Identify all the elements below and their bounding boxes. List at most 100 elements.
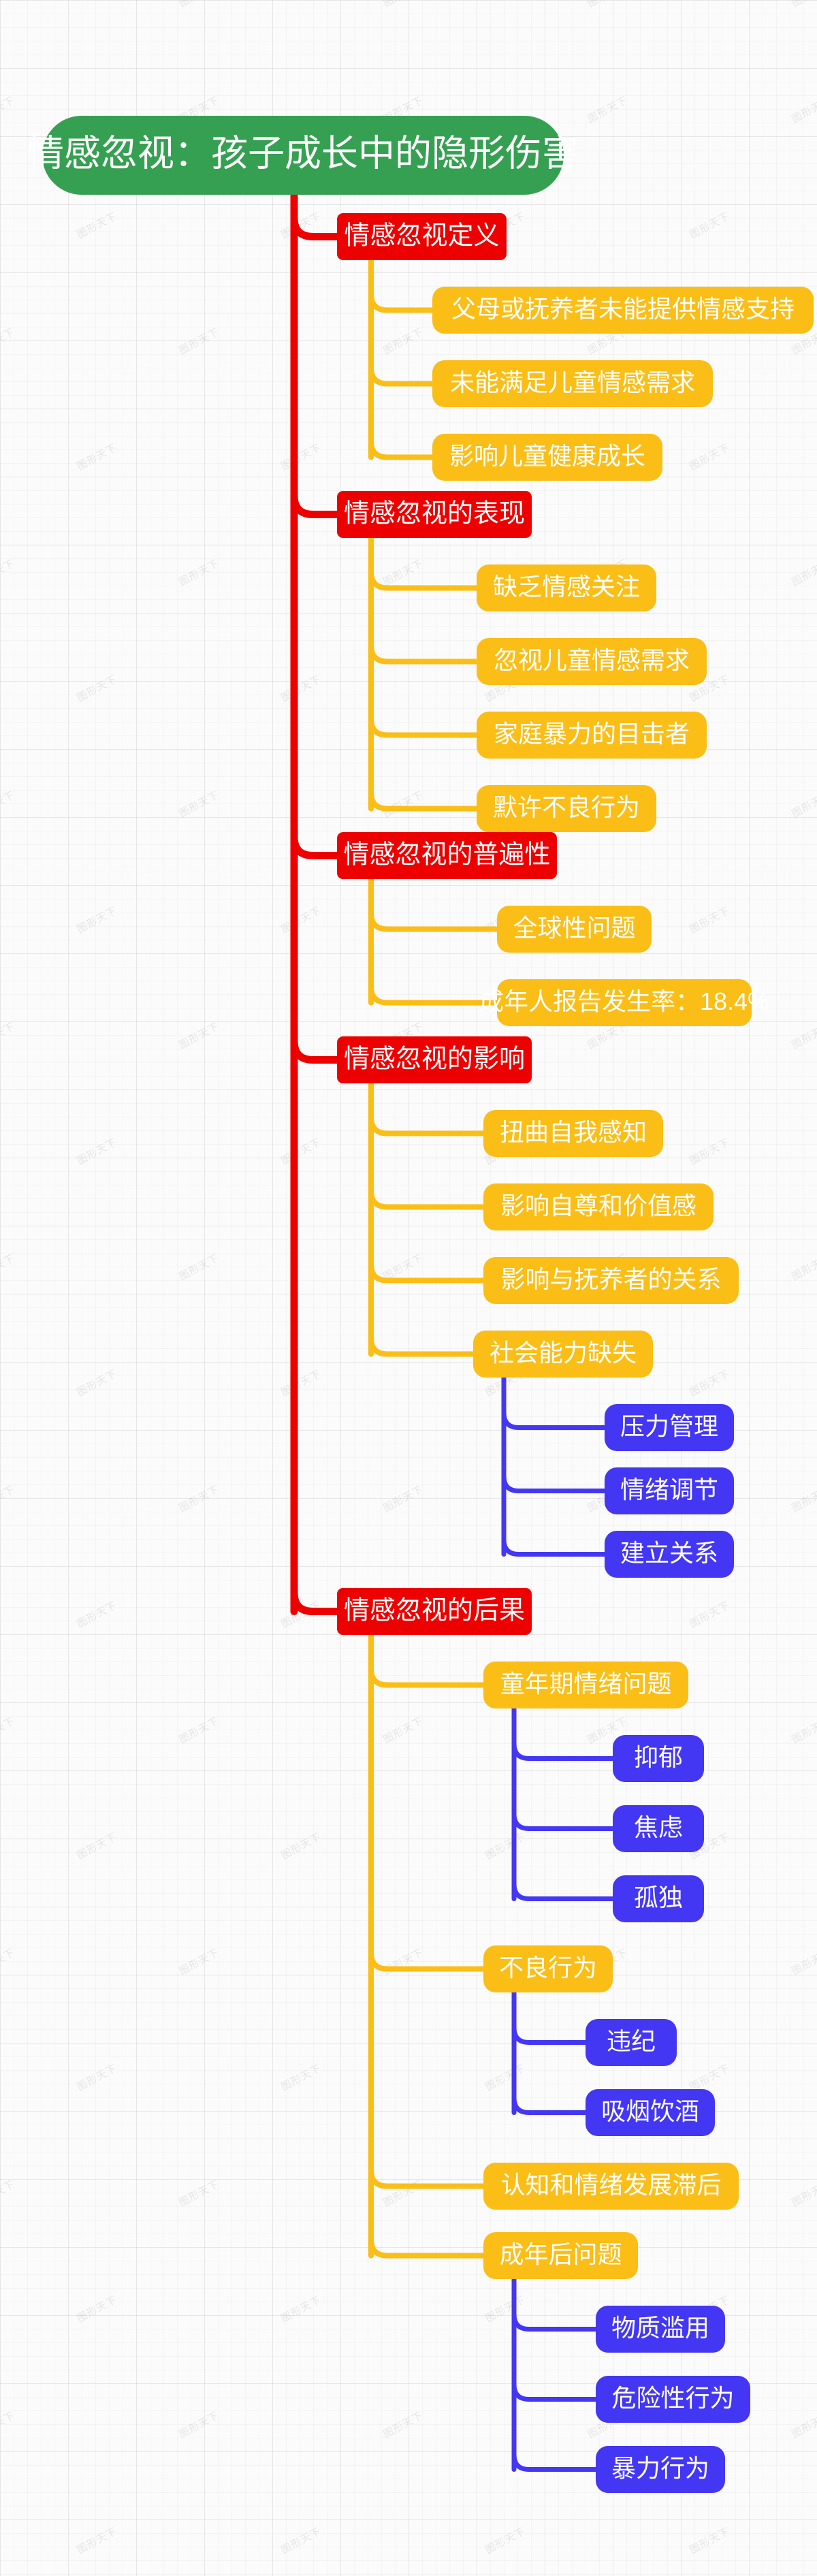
mindmap-node[interactable]: 扭曲自我感知: [483, 1110, 663, 1157]
connector-line: [368, 789, 479, 812]
connector-line: [368, 642, 479, 665]
mindmap-node[interactable]: 忽视儿童情感需求: [477, 638, 707, 685]
node-label: 成年人报告发生率：18.4%: [479, 987, 769, 1015]
connector-line: [290, 1589, 341, 1615]
connector-line: [368, 2167, 486, 2189]
mindmap-node[interactable]: 影响儿童健康成长: [432, 434, 662, 481]
mindmap-node[interactable]: 暴力行为: [596, 2446, 725, 2493]
node-label: 吸烟饮酒: [601, 2097, 699, 2125]
connector-line: [290, 1037, 341, 1064]
connector-line: [368, 569, 479, 591]
node-label: 父母或抚养者未能提供情感支持: [451, 295, 795, 323]
node-background: [483, 1257, 739, 1304]
node-background: [483, 1661, 688, 1708]
connector-line: [511, 2382, 598, 2402]
connector-line: [368, 291, 435, 313]
mindmap-node[interactable]: 建立关系: [605, 1531, 734, 1578]
node-label: 家庭暴力的目击者: [494, 720, 690, 748]
mindmap-node[interactable]: 危险性行为: [596, 2376, 750, 2423]
mindmap-node[interactable]: 情绪调节: [605, 1467, 734, 1514]
node-background: [483, 2163, 739, 2210]
node-background: [337, 491, 532, 538]
mindmap-node[interactable]: 焦虑: [613, 1805, 704, 1852]
node-background: [483, 1183, 714, 1230]
connector-line: [511, 1811, 615, 1831]
node-background: [337, 1588, 532, 1635]
connector-line: [511, 2312, 598, 2332]
mindmap-node[interactable]: 违纪: [586, 2019, 677, 2066]
node-background: [605, 1404, 734, 1451]
node-background: [586, 2019, 677, 2066]
node-label: 危险性行为: [611, 2384, 734, 2412]
mindmap-node[interactable]: 影响自尊和价值感: [483, 1183, 714, 1230]
node-background: [613, 1805, 704, 1852]
mindmap-node[interactable]: 情感忽视定义: [337, 213, 507, 260]
mindmap-node[interactable]: 全球性问题: [497, 906, 652, 953]
mindmap-node[interactable]: 缺乏情感关注: [477, 565, 656, 611]
connector-line: [511, 2025, 588, 2045]
node-label: 社会能力缺失: [490, 1339, 637, 1367]
connector-line: [290, 492, 341, 518]
mindmap-node[interactable]: 成年人报告发生率：18.4%: [479, 979, 769, 1026]
connector-line: [368, 1114, 486, 1136]
connector-line: [368, 1188, 486, 1210]
mindmap-node[interactable]: 认知和情绪发展滞后: [483, 2163, 739, 2210]
mindmap-node[interactable]: 情感忽视的表现: [337, 491, 532, 538]
node-background: [473, 1331, 653, 1378]
node-background: [477, 638, 707, 685]
connector-line: [511, 1741, 615, 1761]
mindmap-node[interactable]: 物质滥用: [596, 2306, 725, 2353]
mindmap-node[interactable]: 默许不良行为: [477, 785, 656, 832]
node-background: [337, 832, 557, 879]
node-background: [432, 287, 814, 334]
mindmap-node[interactable]: 孤独: [613, 1875, 704, 1922]
node-background: [477, 712, 707, 759]
mindmap-node[interactable]: 压力管理: [605, 1404, 734, 1451]
mindmap-node[interactable]: 情感忽视：孩子成长中的隐形伤害: [27, 116, 579, 195]
mindmap-node[interactable]: 未能满足儿童情感需求: [432, 360, 713, 407]
connector-line: [501, 1474, 607, 1493]
node-label: 未能满足儿童情感需求: [450, 368, 695, 396]
node-label: 童年期情绪问题: [500, 1670, 671, 1698]
mindmap-node[interactable]: 成年后问题: [483, 2232, 638, 2279]
connector-line: [368, 1666, 486, 1688]
node-background: [337, 213, 507, 260]
node-label: 扭曲自我感知: [500, 1118, 647, 1146]
node-label: 影响儿童健康成长: [449, 442, 645, 470]
mindmap-node[interactable]: 抑郁: [613, 1735, 704, 1782]
node-label: 孤独: [634, 1883, 683, 1911]
mindmap-node[interactable]: 吸烟饮酒: [586, 2089, 715, 2136]
connector-line: [368, 983, 500, 1006]
node-label: 影响与抚养者的关系: [500, 1265, 721, 1293]
mindmap-node[interactable]: 社会能力缺失: [473, 1331, 653, 1378]
connector-line: [368, 2236, 486, 2259]
mindmap-node[interactable]: 情感忽视的普遍性: [337, 832, 557, 879]
mindmap-node[interactable]: 家庭暴力的目击者: [477, 712, 707, 759]
node-label: 违纪: [607, 2027, 656, 2055]
node-label: 影响自尊和价值感: [500, 1192, 696, 1220]
node-label: 忽视儿童情感需求: [494, 646, 690, 674]
mindmap-node[interactable]: 父母或抚养者未能提供情感支持: [432, 287, 814, 334]
node-label: 全球性问题: [513, 914, 635, 942]
mindmap-node[interactable]: 情感忽视的影响: [337, 1036, 532, 1083]
mindmap-node[interactable]: 影响与抚养者的关系: [483, 1257, 739, 1304]
node-background: [477, 785, 656, 832]
mindmap-node[interactable]: 不良行为: [483, 1945, 613, 1992]
node-background: [605, 1531, 734, 1578]
mindmap-node[interactable]: 情感忽视的后果: [337, 1588, 532, 1635]
node-label: 情感忽视的影响: [344, 1045, 525, 1074]
node-label: 情感忽视定义: [344, 222, 499, 251]
connector-line: [511, 1881, 615, 1901]
node-background: [596, 2446, 725, 2493]
node-background: [613, 1735, 704, 1782]
node-label: 默许不良行为: [493, 793, 640, 821]
connector-line: [368, 1261, 486, 1284]
node-background: [483, 1945, 613, 1992]
node-background: [337, 1036, 532, 1083]
connector-line: [290, 833, 341, 859]
node-layer[interactable]: 情感忽视：孩子成长中的隐形伤害情感忽视定义父母或抚养者未能提供情感支持未能满足儿…: [27, 116, 814, 2493]
connector-line: [368, 438, 435, 460]
node-label: 缺乏情感关注: [493, 573, 640, 601]
mindmap-node[interactable]: 童年期情绪问题: [483, 1661, 688, 1708]
